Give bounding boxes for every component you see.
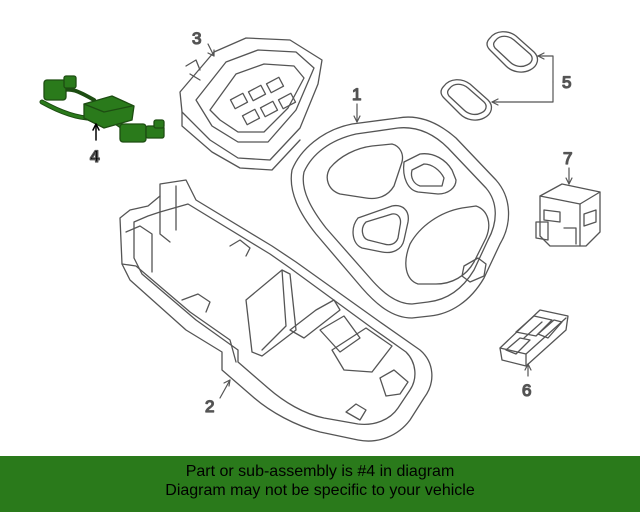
part-7-bracket[interactable] — [535, 183, 601, 247]
exploded-parts-diagram: 1 2 3 4 5 6 7 — [39, 28, 601, 442]
callout-5: 5 — [562, 73, 571, 92]
info-banner: Part or sub-assembly is #4 in diagram Di… — [0, 456, 640, 512]
part-1-console-housing[interactable] — [290, 116, 510, 319]
callout-3: 3 — [192, 29, 201, 48]
callout-7: 7 — [563, 149, 572, 168]
callout-4: 4 — [90, 147, 100, 166]
part-6-switch[interactable] — [499, 309, 569, 367]
banner-line-2: Diagram may not be specific to your vehi… — [165, 482, 475, 499]
leader-lines — [92, 43, 573, 399]
callout-1: 1 — [352, 85, 361, 104]
banner-line-1: Part or sub-assembly is #4 in diagram — [185, 463, 455, 480]
part-3-switch-module[interactable] — [179, 37, 323, 171]
callout-2: 2 — [205, 397, 214, 416]
part-4-wiring-harness[interactable] — [39, 75, 165, 143]
callout-6: 6 — [522, 381, 531, 400]
part-5-lenses[interactable] — [440, 31, 539, 121]
part-2-console-tray[interactable] — [119, 179, 433, 442]
